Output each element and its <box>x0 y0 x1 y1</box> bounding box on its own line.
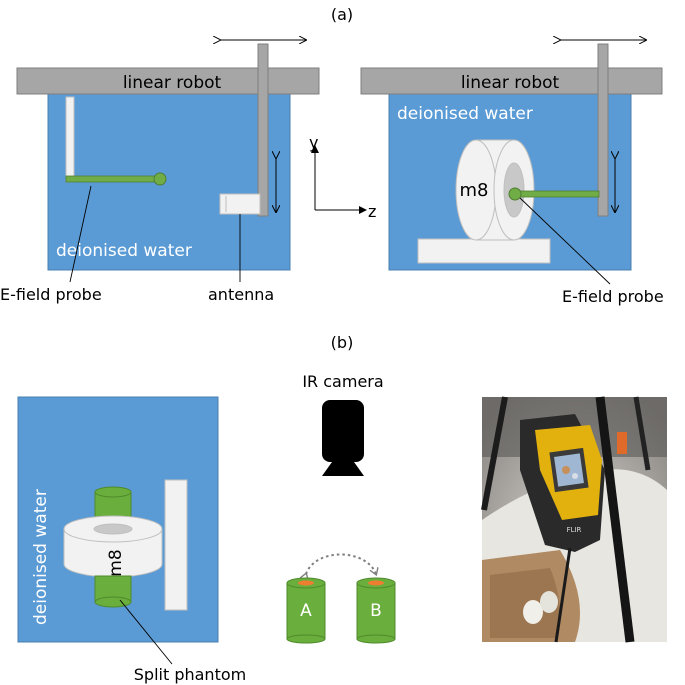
probe-stem-right <box>516 190 600 198</box>
water-label-left: deionised water <box>56 241 192 261</box>
setup-left: linear robot deionised water E-field pro… <box>0 40 320 304</box>
probe-stem-left <box>65 175 159 183</box>
water-label-right: deionised water <box>397 104 533 124</box>
phantom-a-label: A <box>300 601 312 621</box>
phantom-b-label: B <box>370 601 382 621</box>
phantom-a: A <box>286 577 326 644</box>
camera-lens-icon <box>322 462 364 476</box>
phantom-bottom <box>94 596 132 608</box>
robot-rod-left <box>257 43 269 217</box>
probe-holder-left <box>65 96 75 183</box>
camera-body-icon <box>322 400 364 462</box>
m8-coil-b <box>63 515 163 578</box>
e-field-probe-label-left: E-field probe <box>0 285 102 304</box>
marker-a-dot <box>298 580 314 586</box>
robot-rod-right <box>597 43 609 217</box>
linear-robot-label-right: linear robot <box>461 73 560 93</box>
phantom-b: B <box>356 577 396 644</box>
panel-b-label: (b) <box>331 333 354 352</box>
ir-camera: IR camera <box>302 372 384 476</box>
setup-split-phantom: deionised water m8 Split phantom <box>17 396 246 684</box>
phantom-top-cap <box>94 486 132 498</box>
panel-a-label: (a) <box>331 5 353 24</box>
m8-label-b: m8 <box>106 549 126 576</box>
water-label-b: deionised water <box>31 489 51 625</box>
m8-label-right: m8 <box>460 180 489 201</box>
coil-base-right <box>417 238 551 264</box>
photo-ir-camera-setup: FLIR <box>481 396 667 643</box>
ir-camera-label: IR camera <box>302 372 383 391</box>
probe-tip-right <box>508 187 522 201</box>
axes-indicator: y z <box>309 133 376 221</box>
linear-robot-bar-left <box>16 67 320 95</box>
photo-device-text: FLIR <box>567 526 582 534</box>
split-phantom-label: Split phantom <box>134 665 246 684</box>
setup-right: linear robot deionised water m8 E-field … <box>360 40 664 306</box>
swap-arrow <box>306 553 376 575</box>
support-plate-b <box>164 479 188 611</box>
linear-robot-label-left: linear robot <box>123 73 222 93</box>
e-field-probe-label-right: E-field probe <box>562 287 664 306</box>
y-axis-label: y <box>309 133 318 152</box>
probe-tip-left <box>153 172 167 186</box>
z-axis-label: z <box>368 202 376 221</box>
antenna-label: antenna <box>208 285 274 304</box>
marker-b-dot <box>368 580 384 586</box>
linear-robot-bar-right <box>360 67 663 95</box>
